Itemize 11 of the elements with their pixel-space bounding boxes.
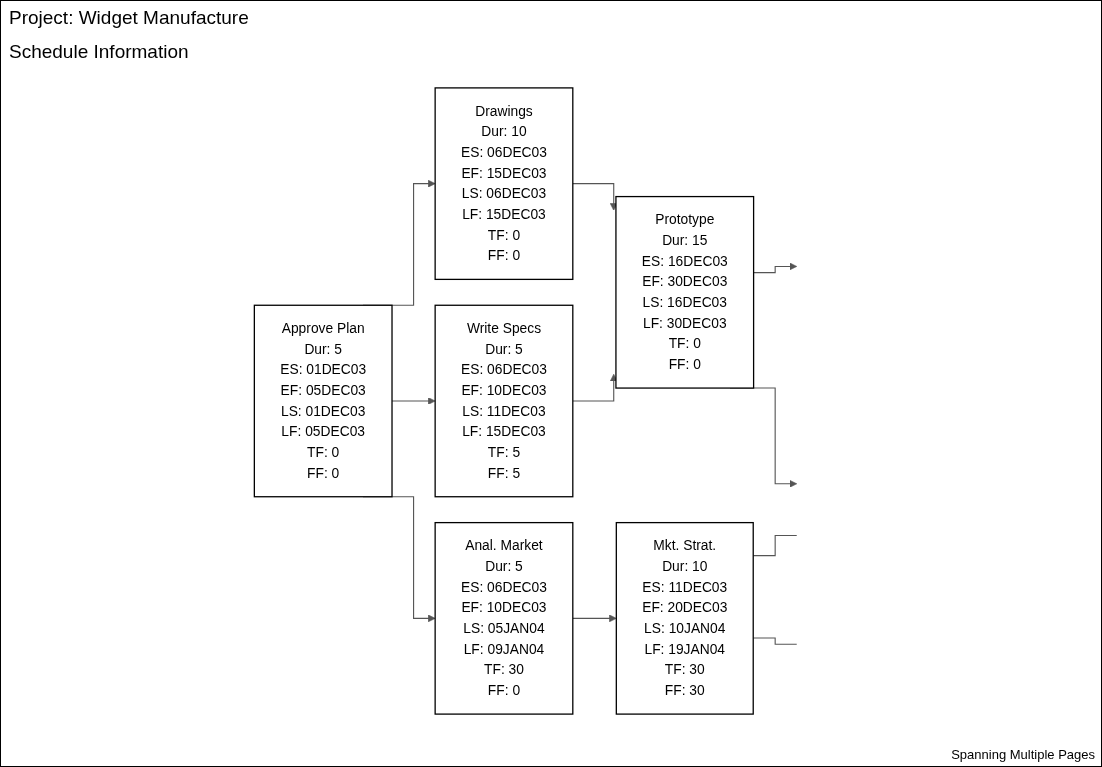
node-box: Write Specs Dur: 5 ES: 06DEC03 EF: 10DEC03 LS: 11DEC03 LF: 15DEC03 TF: 5 FF: 5 [434,304,574,498]
node-box: Mkt. Strat. Dur: 10 ES: 11DEC03 EF: 20DEC03 LS: 10JAN04 LF: 19JAN04 TF: 30 FF: 30 [615,521,754,715]
subtitle: Schedule Information [9,41,189,63]
node-box: Approve Plan Dur: 5 ES: 01DEC03 EF: 05DEC03 LS: 01DEC03 LF: 05DEC03 TF: 0 FF: 0 [253,304,393,498]
connector [752,535,797,557]
diagram-title: Project: Widget Manufacture [9,7,249,29]
footnote: Spanning Multiple Pages [951,747,1095,762]
node-box: Anal. Market Dur: 5 ES: 06DEC03 EF: 10DEC03 LS: 05JAN04 LF: 09JAN04 TF: 30 FF: 0 [434,521,574,715]
node-box: Prototype Dur: 15 ES: 16DEC03 EF: 30DEC03 LS: 16DEC03 LF: 30DEC03 TF: 0 FF: 0 [614,195,754,389]
node-box: Drawings Dur: 10 ES: 06DEC03 EF: 15DEC03 LS: 06DEC03 LF: 15DEC03 TF: 0 FF: 0 [434,87,574,281]
connector [752,637,797,645]
